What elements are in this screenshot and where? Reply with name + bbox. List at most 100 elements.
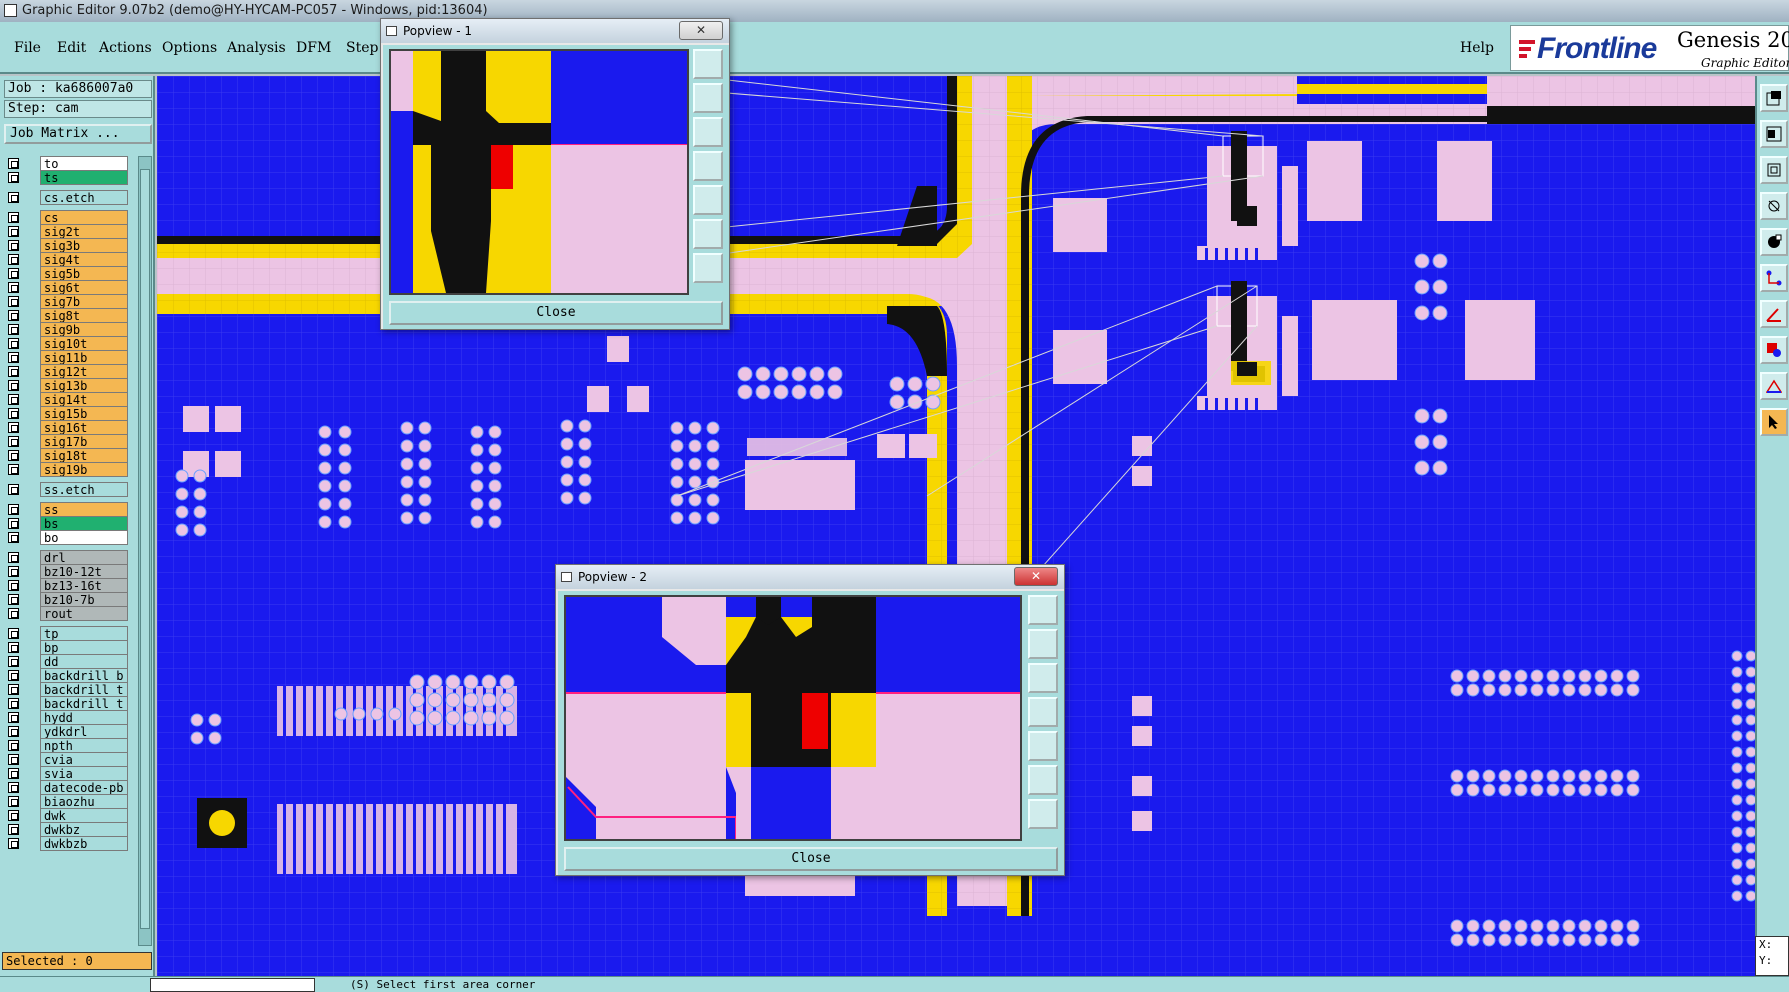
layer-row[interactable]: backdrill_b <box>4 668 128 683</box>
layer-visibility-checkbox[interactable] <box>8 518 19 529</box>
layer-row[interactable]: bs <box>4 516 128 531</box>
layer-row[interactable]: sig16t <box>4 420 128 435</box>
menu-step[interactable]: Step <box>346 40 379 56</box>
layer-row[interactable]: sig8t <box>4 308 128 323</box>
layer-visibility-checkbox[interactable] <box>8 484 19 495</box>
layer-name[interactable]: sig17b <box>40 434 128 449</box>
tool-select[interactable] <box>1760 408 1788 436</box>
tool-net[interactable] <box>1760 264 1788 292</box>
layer-name[interactable]: sig4t <box>40 252 128 267</box>
layer-row[interactable]: sig9b <box>4 322 128 337</box>
layer-visibility-checkbox[interactable] <box>8 712 19 723</box>
layer-visibility-checkbox[interactable] <box>8 754 19 765</box>
layer-row[interactable]: ydkdrl <box>4 724 128 739</box>
layer-row[interactable]: sig3b <box>4 238 128 253</box>
popview-2-view[interactable] <box>564 595 1022 841</box>
layer-name[interactable]: dwkbzb <box>40 836 128 851</box>
layer-name[interactable]: sig9b <box>40 322 128 337</box>
popview-2-center-button[interactable] <box>1028 799 1058 829</box>
layer-row[interactable]: dwkbz <box>4 822 128 837</box>
layer-visibility-checkbox[interactable] <box>8 642 19 653</box>
menu-actions[interactable]: Actions <box>99 40 152 56</box>
layer-visibility-checkbox[interactable] <box>8 824 19 835</box>
job-matrix-button[interactable]: Job Matrix ... <box>4 124 152 144</box>
layer-row[interactable]: rout <box>4 606 128 621</box>
layer-visibility-checkbox[interactable] <box>8 810 19 821</box>
layer-name[interactable]: backdrill_b <box>40 668 128 683</box>
popview-1-view[interactable] <box>389 49 689 295</box>
layer-name[interactable]: npth <box>40 738 128 753</box>
layer-name[interactable]: datecode-pb <box>40 780 128 795</box>
tool-zoom-left[interactable] <box>1760 120 1788 148</box>
layer-name[interactable]: sig15b <box>40 406 128 421</box>
popview-1-zoom-in-button[interactable] <box>693 83 723 113</box>
layer-row[interactable]: bp <box>4 640 128 655</box>
layer-visibility-checkbox[interactable] <box>8 352 19 363</box>
layer-row[interactable]: sig10t <box>4 336 128 351</box>
layer-row[interactable]: ss.etch <box>4 482 128 497</box>
layer-name[interactable]: sig19b <box>40 462 128 477</box>
layer-name[interactable]: bz13-16t <box>40 578 128 593</box>
layer-visibility-checkbox[interactable] <box>8 684 19 695</box>
layer-visibility-checkbox[interactable] <box>8 212 19 223</box>
layer-visibility-checkbox[interactable] <box>8 380 19 391</box>
layer-visibility-checkbox[interactable] <box>8 532 19 543</box>
layer-name[interactable]: sig5b <box>40 266 128 281</box>
popview-2-zoom-out-button[interactable] <box>1028 663 1058 693</box>
layer-row[interactable]: datecode-pb <box>4 780 128 795</box>
layer-visibility-checkbox[interactable] <box>8 656 19 667</box>
layer-name[interactable]: sig14t <box>40 392 128 407</box>
layer-row[interactable]: sig17b <box>4 434 128 449</box>
layer-row[interactable]: sig2t <box>4 224 128 239</box>
layer-visibility-checkbox[interactable] <box>8 268 19 279</box>
popview-2-close-x-button[interactable]: ✕ <box>1014 567 1058 586</box>
layer-row[interactable]: cs <box>4 210 128 225</box>
layer-row[interactable]: svia <box>4 766 128 781</box>
layer-visibility-checkbox[interactable] <box>8 394 19 405</box>
popview-1-close-button[interactable]: Close <box>389 301 723 325</box>
layer-visibility-checkbox[interactable] <box>8 768 19 779</box>
menu-analysis[interactable]: Analysis <box>227 40 286 56</box>
popview-1-center-button[interactable] <box>693 253 723 283</box>
tool-highlight[interactable] <box>1760 336 1788 364</box>
tool-measure[interactable] <box>1760 228 1788 256</box>
layer-visibility-checkbox[interactable] <box>8 366 19 377</box>
popview-2-fit-button[interactable] <box>1028 765 1058 795</box>
layer-name[interactable]: to <box>40 156 128 171</box>
layer-row[interactable]: backdrill_t <box>4 682 128 697</box>
layer-name[interactable]: bs <box>40 516 128 531</box>
layer-row[interactable]: biaozhu <box>4 794 128 809</box>
popview-2-close-button[interactable]: Close <box>564 847 1058 871</box>
layer-row[interactable]: backdrill_t <box>4 696 128 711</box>
tool-fit[interactable] <box>1760 156 1788 184</box>
layer-scrollbar-thumb[interactable] <box>140 169 150 929</box>
layer-visibility-checkbox[interactable] <box>8 698 19 709</box>
popview-2-zoom-in-button[interactable] <box>1028 629 1058 659</box>
layer-scrollbar[interactable] <box>138 156 152 946</box>
layer-name[interactable]: svia <box>40 766 128 781</box>
layer-visibility-checkbox[interactable] <box>8 158 19 169</box>
popview-1-pan-right-button[interactable] <box>693 185 723 215</box>
popview-1-titlebar[interactable]: Popview - 1 <box>381 19 729 43</box>
layer-name[interactable]: sig2t <box>40 224 128 239</box>
layer-name[interactable]: rout <box>40 606 128 621</box>
layer-visibility-checkbox[interactable] <box>8 408 19 419</box>
tool-snap[interactable] <box>1760 192 1788 220</box>
layer-name[interactable]: backdrill_t <box>40 696 128 711</box>
layer-name[interactable]: dd <box>40 654 128 669</box>
layer-visibility-checkbox[interactable] <box>8 464 19 475</box>
layer-name[interactable]: sig10t <box>40 336 128 351</box>
layer-visibility-checkbox[interactable] <box>8 450 19 461</box>
layer-visibility-checkbox[interactable] <box>8 254 19 265</box>
layer-visibility-checkbox[interactable] <box>8 226 19 237</box>
layer-row[interactable]: bz10-7b <box>4 592 128 607</box>
layer-name[interactable]: sig7b <box>40 294 128 309</box>
command-input[interactable] <box>150 978 315 992</box>
layer-visibility-checkbox[interactable] <box>8 310 19 321</box>
layer-name[interactable]: bo <box>40 530 128 545</box>
layer-row[interactable]: bo <box>4 530 128 545</box>
layer-row[interactable]: dwk <box>4 808 128 823</box>
layer-row[interactable]: sig15b <box>4 406 128 421</box>
layer-row[interactable]: dd <box>4 654 128 669</box>
layer-name[interactable]: ss.etch <box>40 482 128 497</box>
